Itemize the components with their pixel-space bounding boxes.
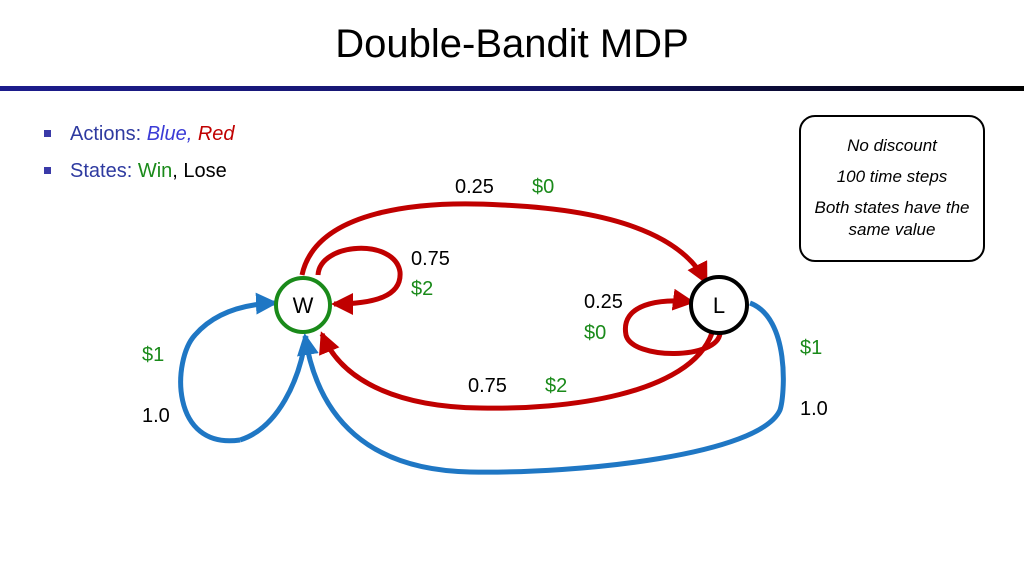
node-lose <box>689 275 749 335</box>
red-w-to-l-reward: $0 <box>532 176 554 198</box>
title-divider <box>0 86 1024 91</box>
edge-blue-w-self <box>178 292 278 444</box>
red-l-self-prob: 0.25 <box>584 291 623 313</box>
states-label: States: <box>70 160 138 182</box>
blue-w-self-prob: 1.0 <box>142 405 170 427</box>
edge-red-l-to-w <box>319 331 715 411</box>
bullet-square-icon <box>44 167 51 174</box>
bullet-states: States: Win, Lose <box>44 157 235 194</box>
red-w-self-reward: $2 <box>411 278 433 300</box>
bullet-list: Actions: Blue, Red States: Win, Lose <box>44 120 235 194</box>
red-l-to-w-reward: $2 <box>545 375 567 397</box>
edge-red-w-to-l <box>299 201 709 285</box>
edge-red-w-self <box>315 245 403 315</box>
info-no-discount: No discount <box>847 136 937 155</box>
blue-l-to-w-reward: $1 <box>800 337 822 359</box>
node-lose-label: L <box>713 293 725 318</box>
info-time-steps: 100 time steps <box>836 167 948 186</box>
bullet-square-icon <box>44 130 51 137</box>
actions-label: Actions: <box>70 123 147 145</box>
edge-blue-w-self-tail <box>239 335 309 443</box>
state-win-label: Win <box>137 160 173 182</box>
red-w-to-l-prob: 0.25 <box>455 176 494 198</box>
info-same-value: Both states have the same value <box>814 198 970 239</box>
node-win-label: W <box>293 293 314 318</box>
node-win <box>274 276 332 334</box>
blue-l-to-w-prob: 1.0 <box>800 398 828 420</box>
state-separator: , <box>172 160 184 182</box>
red-l-self-reward: $0 <box>584 322 606 344</box>
info-box: No discount 100 time steps Both states h… <box>799 115 985 262</box>
red-l-to-w-prob: 0.75 <box>468 375 507 397</box>
page-title: Double-Bandit MDP <box>335 22 689 66</box>
action-blue-label: Blue, <box>146 123 193 145</box>
edge-blue-l-to-w <box>297 300 786 475</box>
blue-w-self-reward: $1 <box>142 344 164 366</box>
red-w-self-prob: 0.75 <box>411 248 450 270</box>
bullet-actions: Actions: Blue, Red <box>44 120 235 157</box>
state-lose-label: Lose <box>183 160 227 182</box>
action-red-label: Red <box>197 123 235 145</box>
